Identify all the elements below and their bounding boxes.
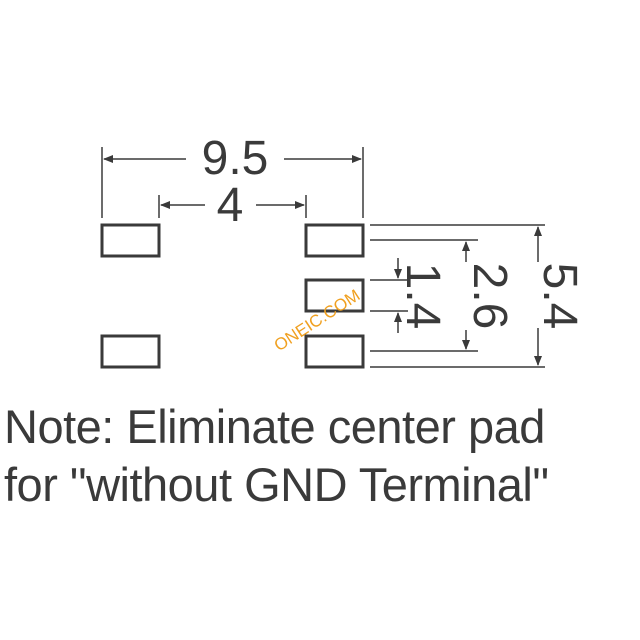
- dim-label-inner-pad-pitch: 1.4: [396, 263, 449, 330]
- dim-label-overall-height: 5.4: [533, 263, 586, 330]
- dim-label-outer-pad-pitch: 2.6: [463, 263, 516, 330]
- pad-left-top: [100, 223, 161, 258]
- dim-label-pad-pitch: 4: [217, 179, 244, 232]
- pad-left-bottom: [100, 334, 161, 369]
- pad-right-top: [304, 223, 365, 258]
- dim-label-overall-width: 9.5: [202, 132, 269, 185]
- footnote-line-1: Note: Eliminate center pad: [4, 400, 545, 453]
- pad-right-bottom: [304, 334, 365, 369]
- pad-right-center: [304, 278, 365, 313]
- footnote-line-2: for "without GND Terminal": [4, 458, 549, 511]
- footnote: Note: Eliminate center pad for "without …: [4, 398, 640, 514]
